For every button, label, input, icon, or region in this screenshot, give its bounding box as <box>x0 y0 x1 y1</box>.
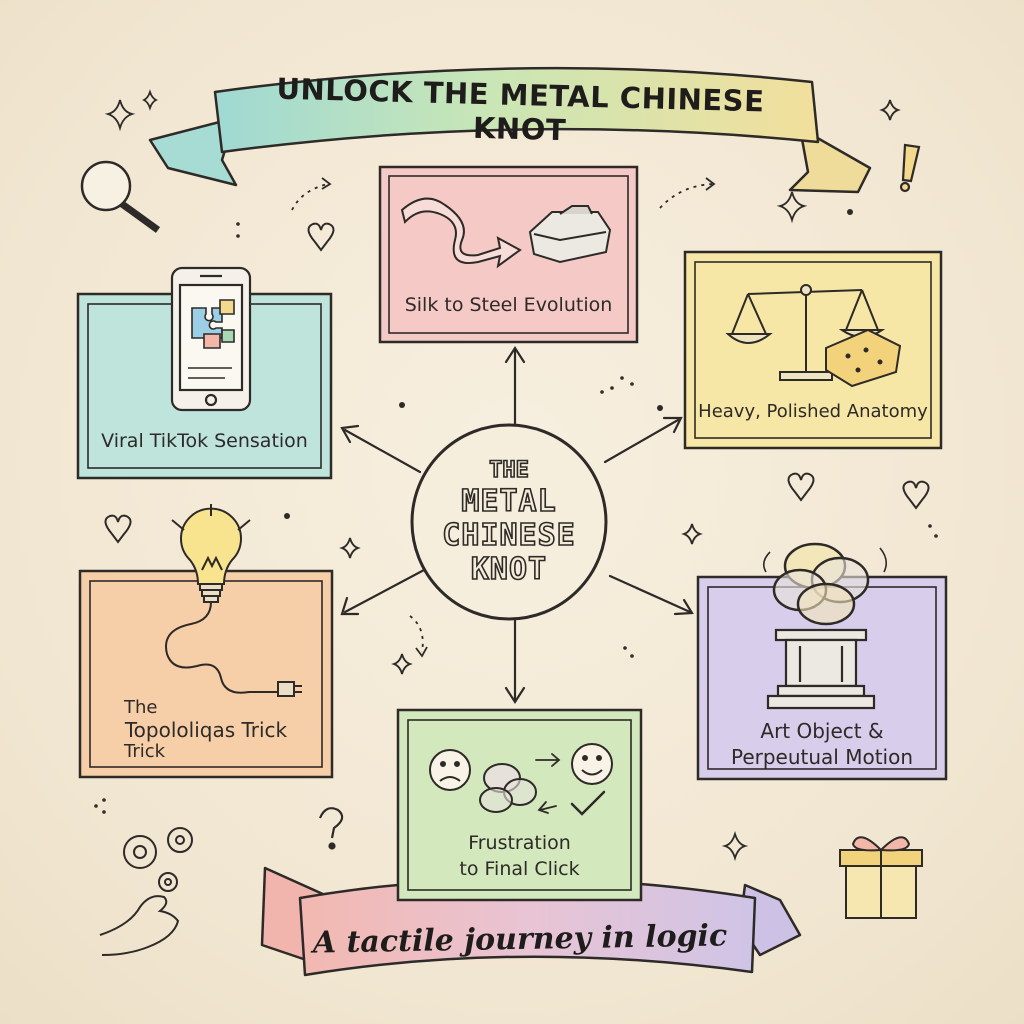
decor-dots <box>94 209 938 814</box>
card-label-anatomy: Heavy, Polished Anatomy <box>698 401 928 422</box>
steel-bar-icon <box>528 205 612 264</box>
topology-line-2: Topololiqas Trick <box>124 718 288 742</box>
tagline-banner <box>260 866 802 977</box>
cracker-icon <box>825 328 902 388</box>
frustration-line-2: to Final Click <box>459 858 580 880</box>
topology-line-3: Trick <box>124 741 166 762</box>
silk-ribbon-icon <box>400 197 522 269</box>
lightbulb-icon <box>171 504 251 603</box>
hub-line-3: CHINESE <box>441 518 576 554</box>
hub-line-4: KNOT <box>470 552 548 588</box>
art-line-2: Perpeutual Motion <box>730 745 914 769</box>
connector-arrows <box>340 345 694 705</box>
hand-icon <box>99 895 180 956</box>
card-label-frustration: Frustration to Final Click <box>408 830 631 882</box>
balance-scale-icon <box>725 284 886 381</box>
plug-icon <box>165 601 302 697</box>
checkmark-icon <box>535 753 606 816</box>
hub-line-2: METAL <box>461 484 557 520</box>
card-label-silk: Silk to Steel Evolution <box>404 294 613 316</box>
gears-icon <box>123 827 193 892</box>
title-banner <box>148 66 872 194</box>
puzzle-icon <box>191 299 235 349</box>
card-label-tiktok: Viral TikTok Sensation <box>101 430 308 452</box>
exclamation-icon <box>899 143 921 193</box>
frustration-line-1: Frustration <box>468 832 571 854</box>
magnifier-icon <box>80 160 161 233</box>
hub-circle <box>410 423 608 621</box>
dotted-arrow-heads <box>321 177 716 658</box>
knot-icon <box>479 763 537 813</box>
gift-icon <box>839 836 923 919</box>
art-line-1: Art Object & <box>760 719 884 743</box>
sparkle-icon <box>104 89 901 862</box>
card-label-topology: The Topololiqas Trick Trick <box>90 698 322 762</box>
hub-title: THE METAL CHINESE KNOT <box>415 428 603 616</box>
dotted-arrow-doodles <box>291 183 713 653</box>
question-mark-icon <box>318 807 344 850</box>
heart-icon <box>104 222 930 544</box>
happy-face-icon <box>571 743 613 785</box>
sad-face-icon <box>429 749 471 791</box>
topology-line-1: The <box>124 697 158 718</box>
card-label-art: Art Object & Perpeutual Motion <box>708 718 936 770</box>
knot-icon <box>762 542 888 626</box>
hub-line-1: THE <box>488 457 529 484</box>
pedestal-icon <box>766 628 876 710</box>
card-topology <box>78 569 334 779</box>
